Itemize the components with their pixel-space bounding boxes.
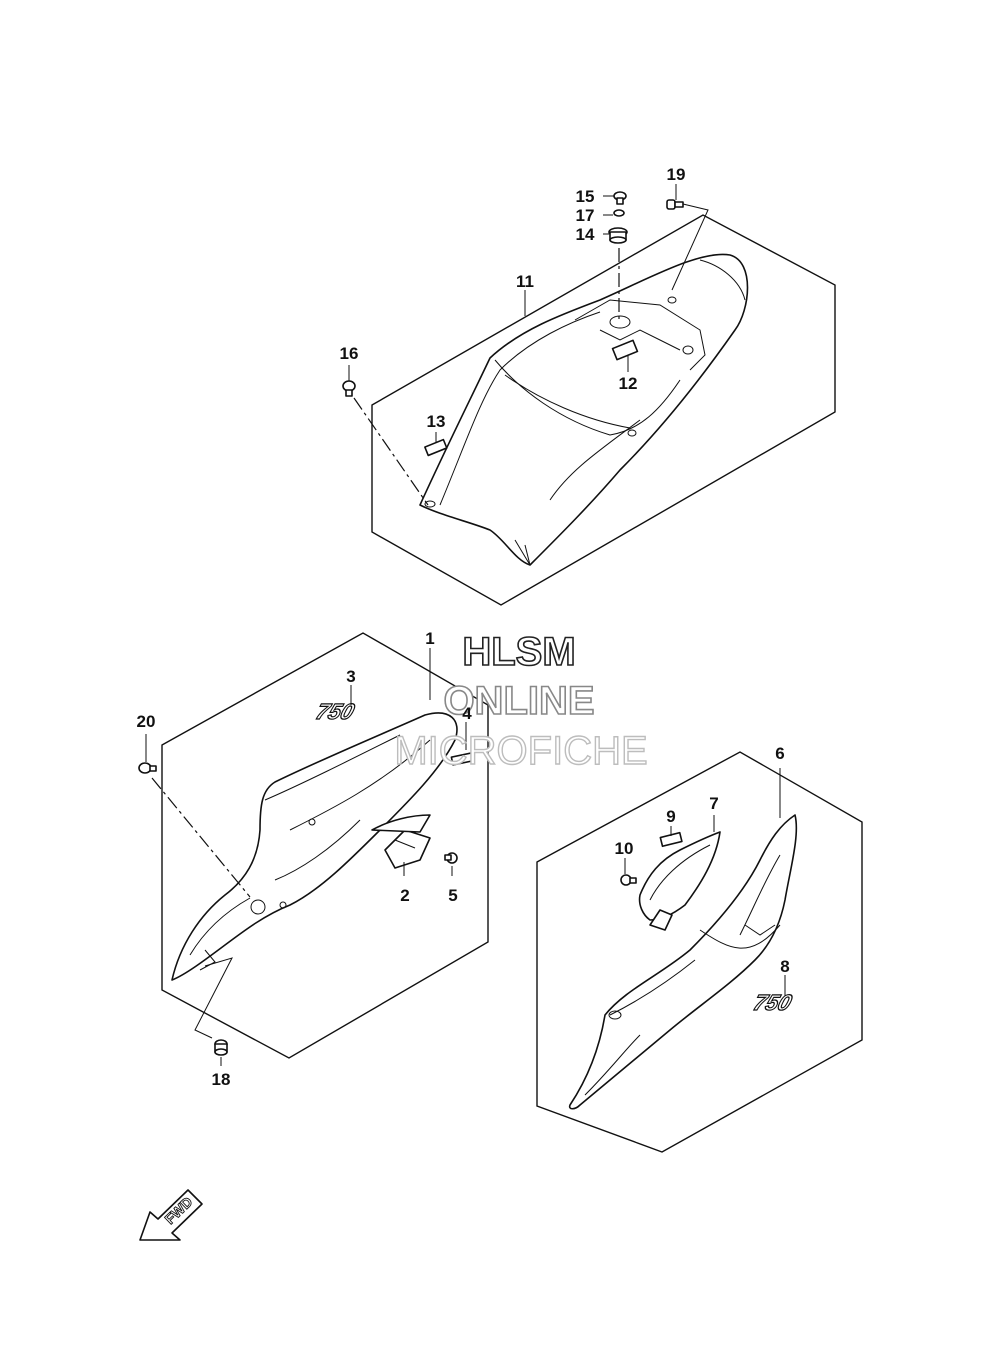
bracket-2[interactable] [384,829,431,869]
callout-17: 17 [576,206,595,225]
screw-16[interactable] [342,380,356,397]
seat-tail-cover-group [342,184,836,606]
watermark-line1: HLSM [462,630,575,674]
bolt-19[interactable] [666,199,684,210]
left-frame-cover-group: 750 [138,632,489,1066]
callout-2: 2 [400,886,409,905]
callout-8: 8 [780,957,789,976]
callout-1: 1 [425,629,434,648]
panel-7[interactable] [638,831,721,921]
callout-3: 3 [346,667,355,686]
callout-15: 15 [576,187,595,206]
right-frame-cover[interactable] [568,814,798,1110]
callout-19: 19 [667,165,686,184]
callout-7: 7 [709,794,718,813]
callout-4: 4 [462,704,472,723]
watermark-line3: MICROFICHE [394,729,647,773]
callout-20: 20 [137,712,156,731]
callout-11: 11 [516,272,534,291]
screw-5[interactable] [444,852,458,864]
callout-12: 12 [619,374,638,393]
seat-tail-cover[interactable] [419,253,749,566]
callout-10: 10 [615,839,634,858]
bolt-15[interactable] [613,191,627,205]
screw-10[interactable] [620,874,637,886]
fwd-arrow: FWD [139,1189,203,1241]
washer-17[interactable] [613,209,625,217]
callout-5: 5 [448,886,457,905]
callout-14: 14 [576,225,595,244]
callout-6: 6 [775,744,784,763]
callout-9: 9 [666,807,675,826]
group-frame-right [536,751,863,1153]
group-frame-left [161,632,489,1059]
right-frame-cover-group: 750 [536,751,863,1153]
grommet-14[interactable] [608,227,628,244]
emblem-8[interactable]: 750 [750,990,796,1016]
label-part-4[interactable] [450,752,474,766]
emblem-3[interactable]: 750 [312,699,358,725]
watermark: HLSM ONLINE MICROFICHE [394,629,649,774]
group-frame-top [371,214,836,606]
callout-13: 13 [427,412,446,431]
left-frame-cover[interactable] [171,712,458,981]
label-part-13[interactable] [424,438,448,457]
callout-18: 18 [212,1070,231,1089]
watermark-line2: ONLINE [443,679,594,723]
nut-18[interactable] [214,1039,228,1056]
callout-labels: 1 2 3 4 5 6 7 8 9 10 11 12 13 14 15 16 1… [137,165,790,1089]
screw-20[interactable] [138,762,157,774]
callout-16: 16 [340,344,359,363]
label-part-9[interactable] [659,831,683,848]
label-part-12[interactable] [611,339,639,361]
